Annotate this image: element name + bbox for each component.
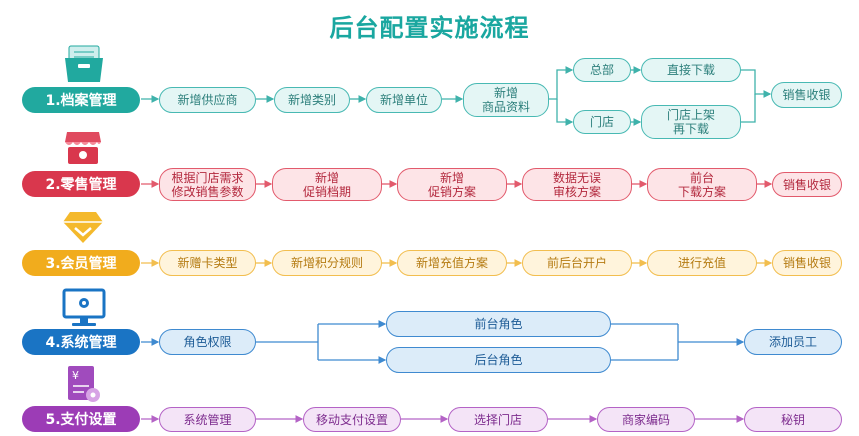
- node-modify-sales-params: 根据门店需求 修改销售参数: [159, 168, 256, 201]
- node-add-promo-plan: 新增 促销方案: [397, 168, 507, 201]
- node-add-product: 新增 商品资料: [463, 83, 549, 117]
- node-mobile-payment-settings: 移动支付设置: [303, 407, 401, 432]
- node-add-points-rule: 新增积分规则: [272, 250, 382, 276]
- node-merchant-code: 商家编码: [597, 407, 695, 432]
- node-add-category: 新增类别: [274, 87, 350, 113]
- node-gift-card-type: 新赠卡类型: [159, 250, 256, 276]
- node-frontend-role: 前台角色: [386, 311, 611, 337]
- node-store: 门店: [573, 110, 631, 134]
- computer-settings-icon: [62, 288, 106, 326]
- node-headquarters: 总部: [573, 58, 631, 82]
- node-frontend-download-plan: 前台 下载方案: [647, 168, 757, 201]
- retail-store-icon: [65, 132, 101, 164]
- archive-folder-icon: [65, 45, 103, 82]
- category-archive: 1.档案管理: [22, 87, 140, 113]
- node-add-supplier: 新增供应商: [159, 87, 256, 113]
- node-add-recharge-plan: 新增充值方案: [397, 250, 507, 276]
- node-add-unit: 新增单位: [366, 87, 442, 113]
- category-payment: 5.支付设置: [22, 406, 140, 432]
- node-add-employee: 添加员工: [744, 329, 842, 355]
- node-role-permissions: 角色权限: [159, 329, 256, 355]
- node-secret-key: 秘钥: [744, 407, 842, 432]
- node-add-promo-period: 新增 促销档期: [272, 168, 382, 201]
- node-direct-download: 直接下载: [641, 58, 741, 82]
- node-system-management: 系统管理: [159, 407, 256, 432]
- member-diamond-icon: [63, 212, 103, 243]
- node-review-plan: 数据无误 审核方案: [522, 168, 632, 201]
- svg-text:¥: ¥: [72, 369, 79, 382]
- node-select-store: 选择门店: [448, 407, 548, 432]
- node-open-account: 前后台开户: [522, 250, 632, 276]
- node-sales-checkout: 销售收银: [772, 172, 842, 197]
- node-store-shelf-download: 门店上架 再下载: [641, 105, 741, 139]
- page-title: 后台配置实施流程: [329, 14, 530, 42]
- category-member: 3.会员管理: [22, 250, 140, 276]
- payment-bill-icon: ¥: [68, 366, 100, 402]
- node-sales-checkout: 销售收银: [771, 82, 842, 108]
- node-sales-checkout: 销售收银: [772, 250, 842, 276]
- node-recharge: 进行充值: [647, 250, 757, 276]
- category-retail: 2.零售管理: [22, 171, 140, 197]
- category-system: 4.系统管理: [22, 329, 140, 355]
- node-backend-role: 后台角色: [386, 347, 611, 373]
